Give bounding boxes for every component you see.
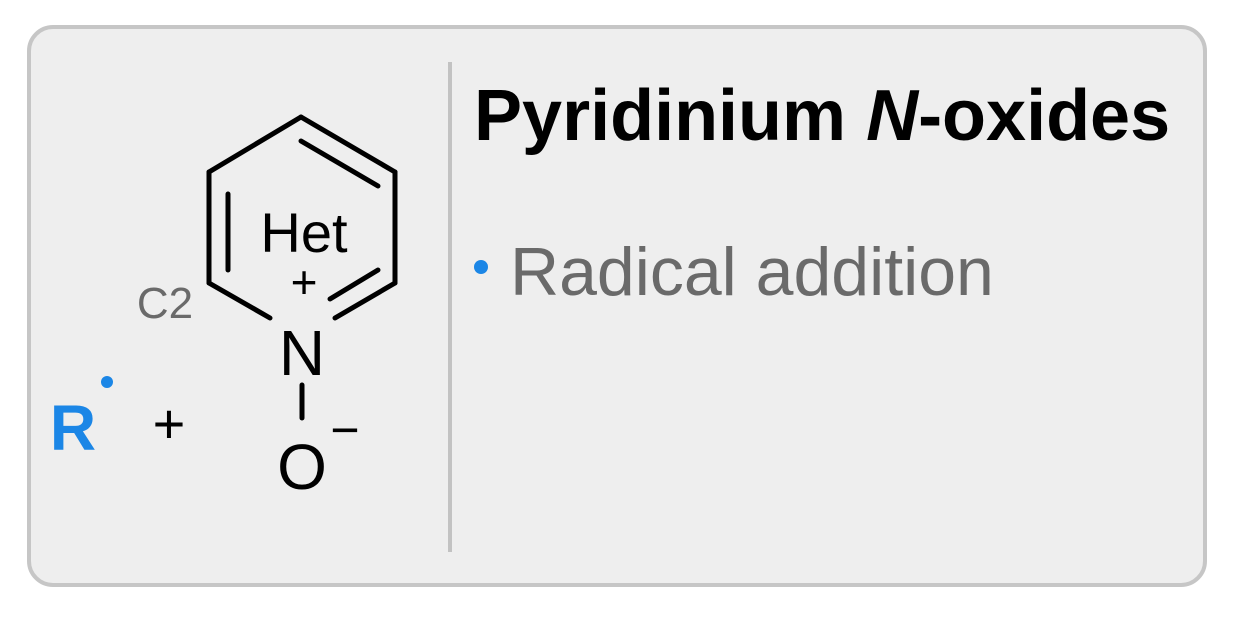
ring-charge: + <box>291 256 318 308</box>
pyridinium-ring <box>206 114 398 421</box>
panel-title: Pyridinium N-oxides <box>474 80 1170 152</box>
oxygen-charge: − <box>330 402 359 458</box>
divider <box>448 62 452 552</box>
c2-position-label: C2 <box>137 279 193 328</box>
title-part-2: N <box>866 76 919 156</box>
bullet-item: Radical addition <box>474 238 994 306</box>
nitrogen-atom: N <box>279 317 325 389</box>
title-part-3: -oxides <box>918 76 1171 156</box>
plus-sign: + <box>153 392 186 455</box>
title-part-1: Pyridinium <box>474 76 867 156</box>
radical-r-label: R <box>50 392 96 464</box>
oxygen-atom: O <box>277 431 327 503</box>
het-label: Het <box>260 201 348 264</box>
radical-dot <box>101 376 113 388</box>
card <box>27 25 1207 587</box>
bullet-icon <box>474 260 488 275</box>
bullet-text: Radical addition <box>510 234 994 310</box>
